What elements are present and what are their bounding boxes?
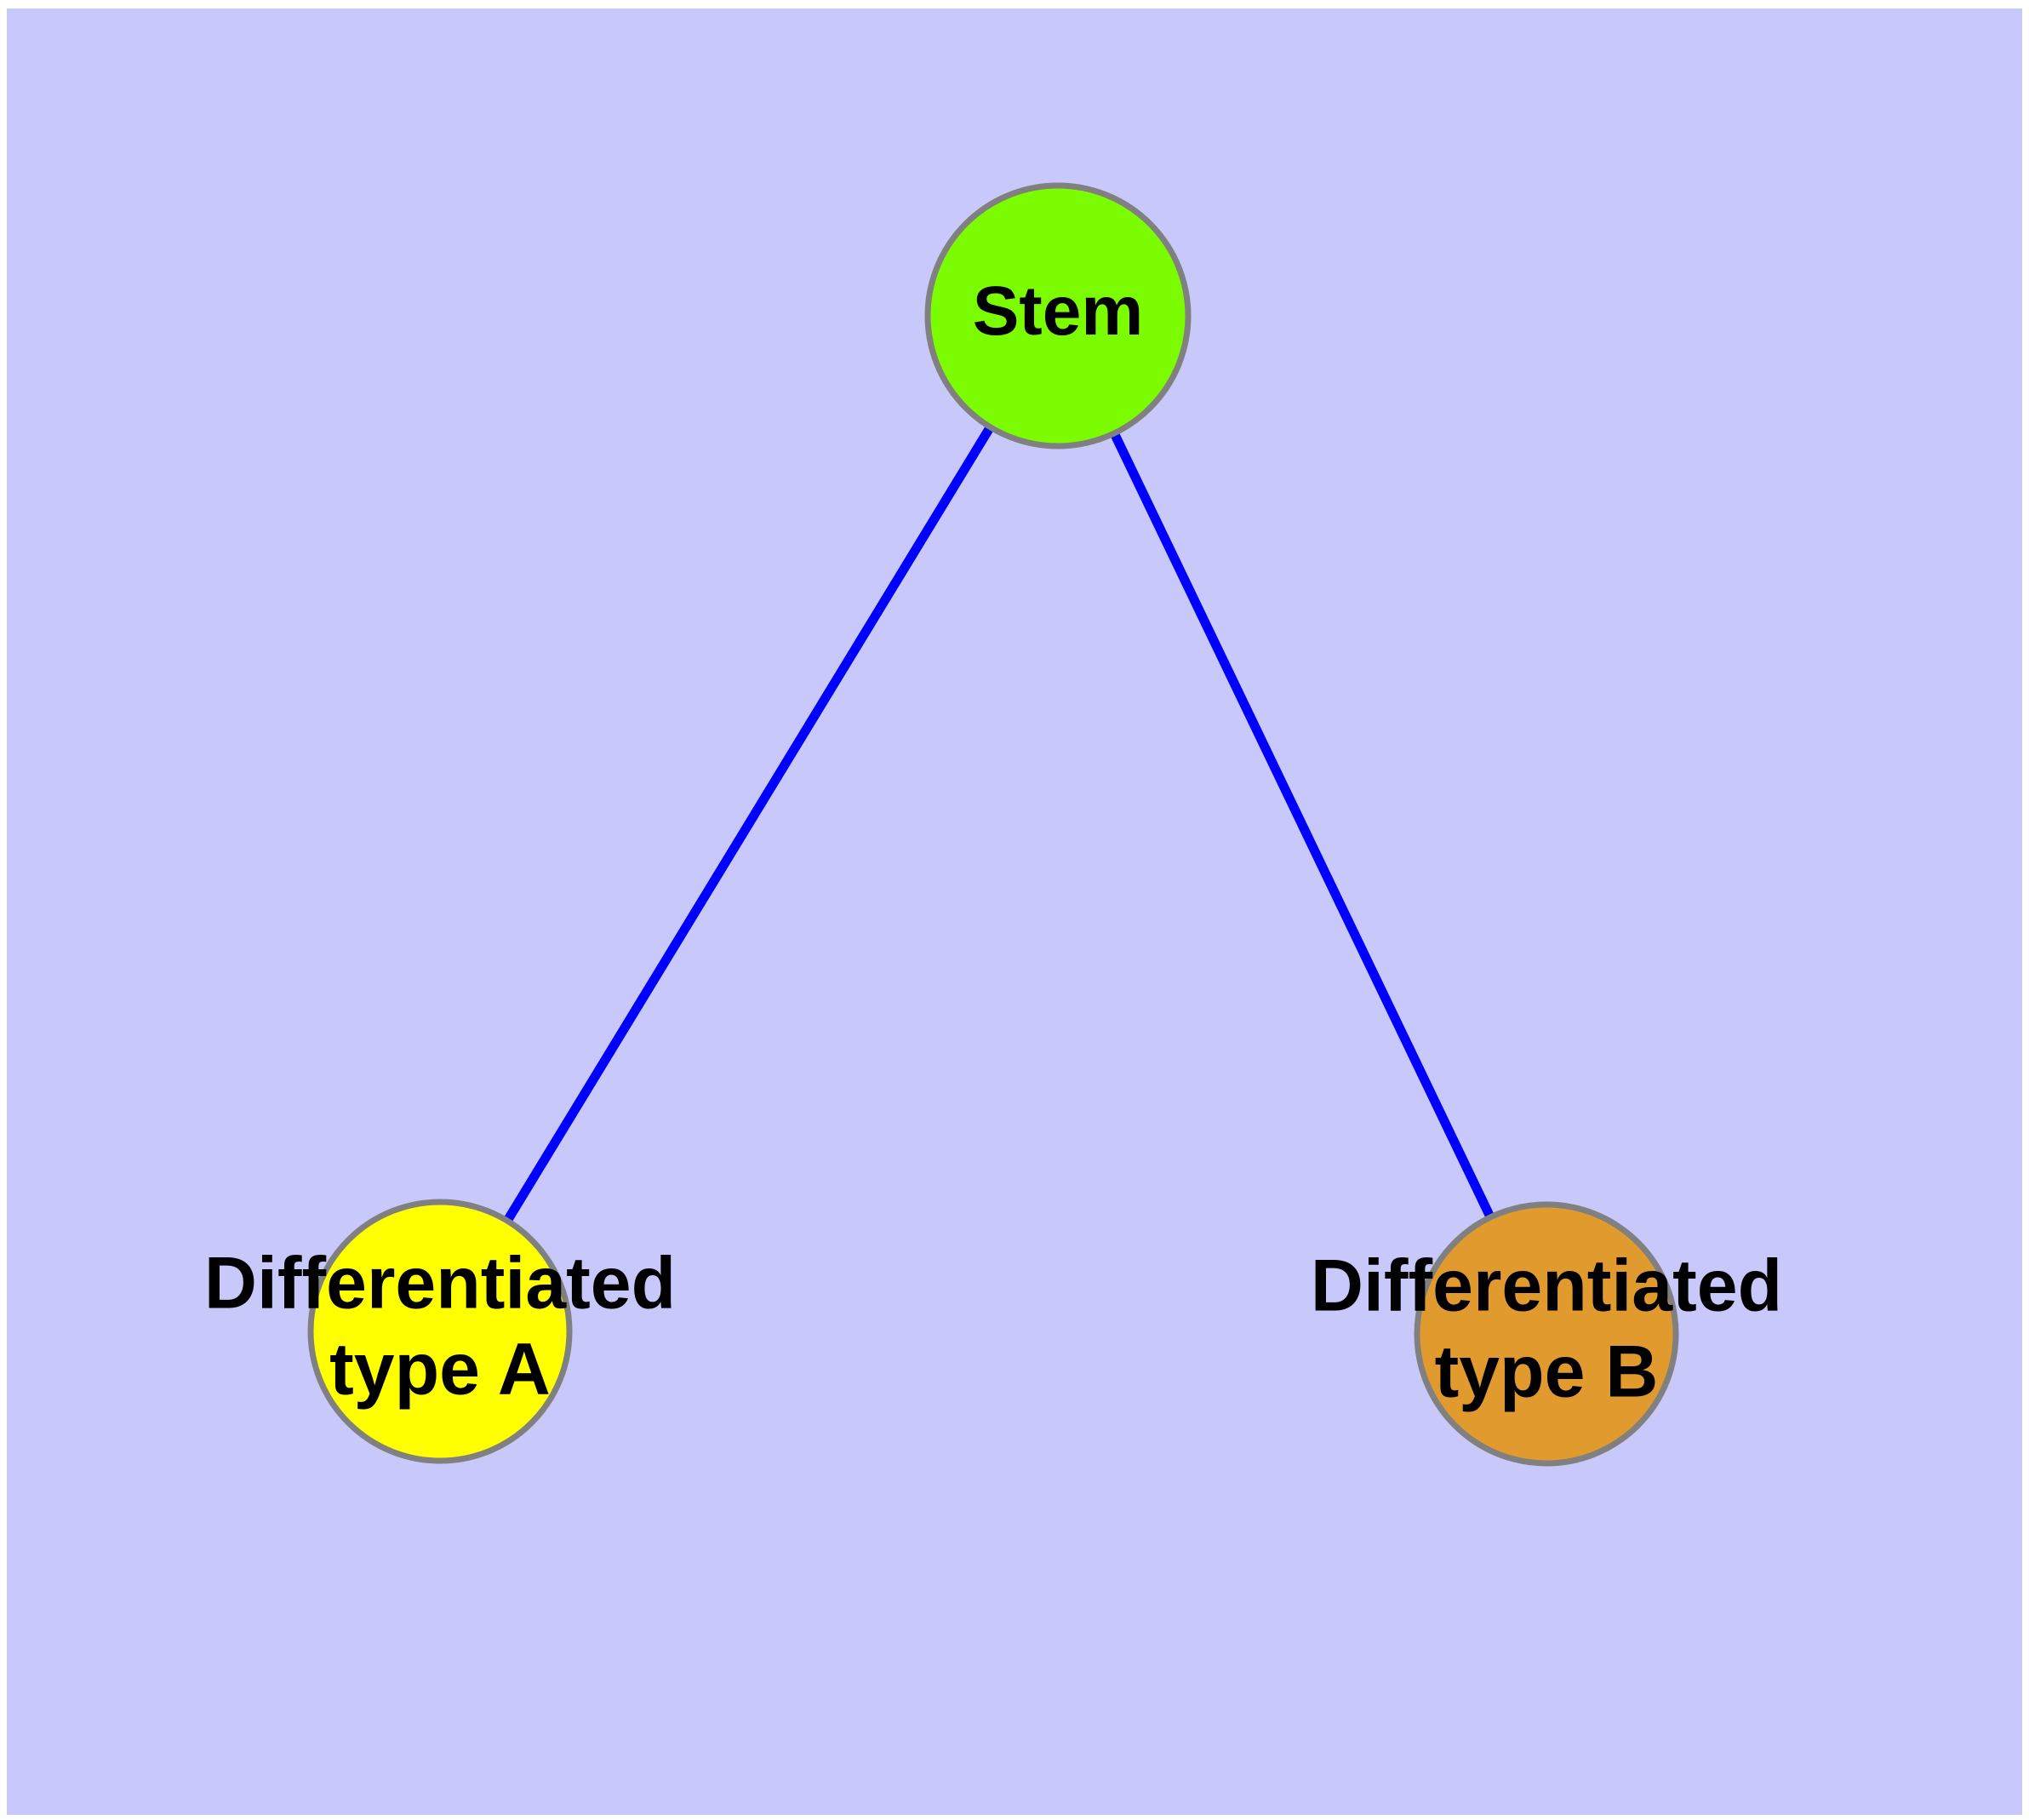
stem-node-circle[interactable] <box>924 182 1192 449</box>
edge-stem-to-differentiated-type-b[interactable] <box>1110 431 1495 1220</box>
differentiated-type-a-node-circle[interactable] <box>307 1199 573 1464</box>
stem-node-label: Stem <box>973 272 1144 350</box>
differentiated-type-b-node-circle[interactable] <box>1414 1201 1679 1467</box>
node-stem[interactable]: Stem <box>924 182 1192 449</box>
edge-layer <box>503 424 1495 1224</box>
edge-stem-to-differentiated-type-a[interactable] <box>503 424 995 1224</box>
